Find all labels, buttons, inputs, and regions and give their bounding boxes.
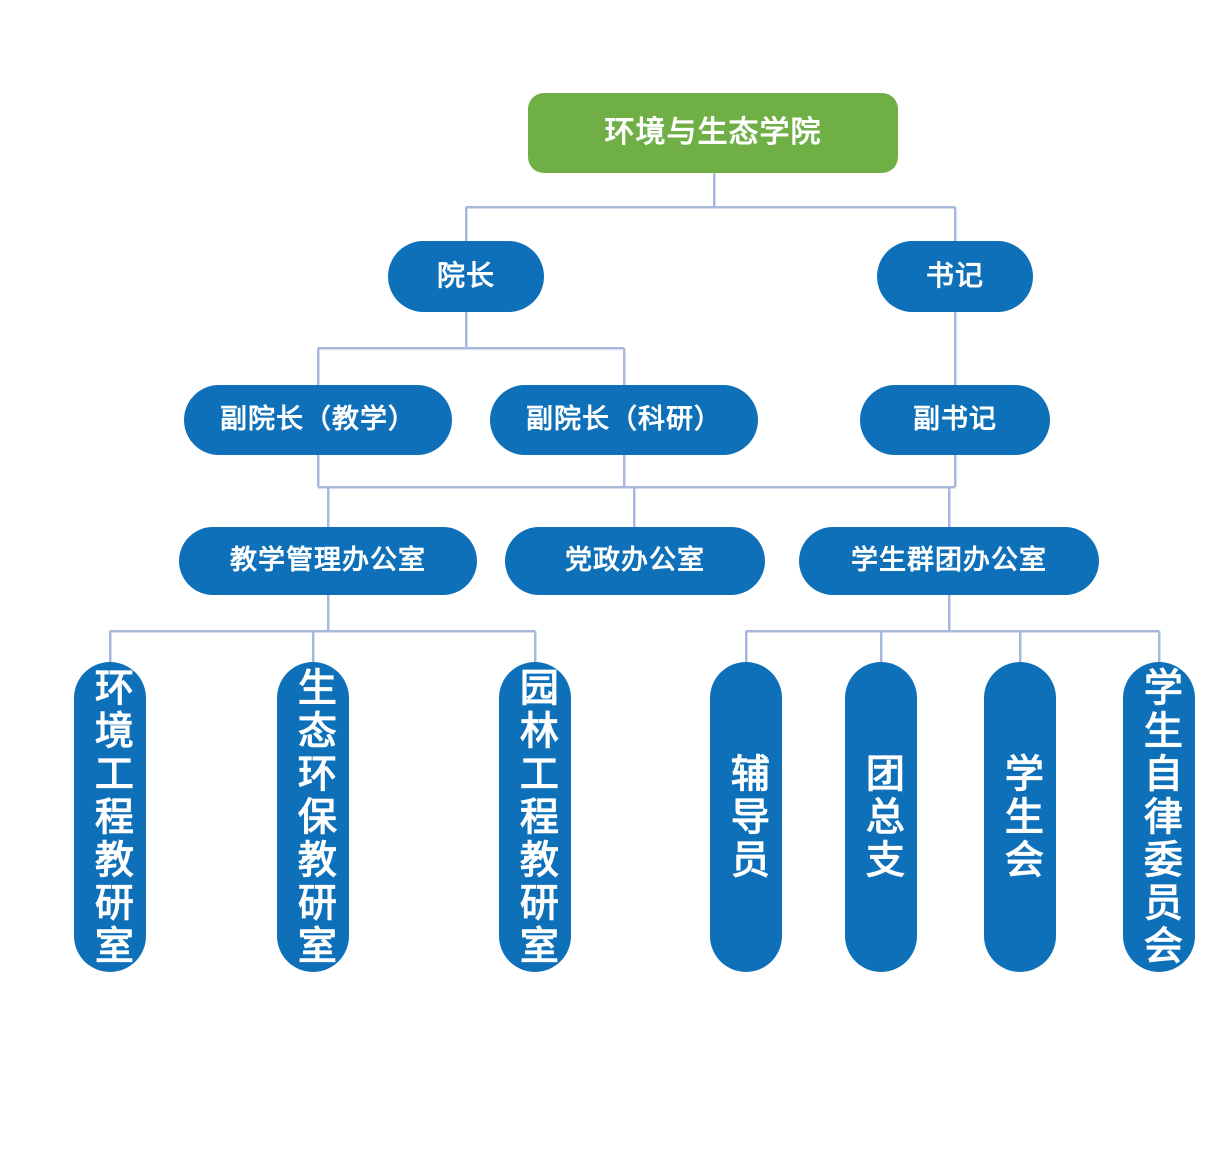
node-party-admin-office[interactable]: 党政办公室	[505, 527, 765, 595]
node-student-union-label: 学生会	[999, 752, 1043, 882]
node-student-group-office[interactable]: 学生群团办公室	[799, 527, 1099, 595]
node-youth-league-branch-label: 团总支	[860, 752, 904, 882]
node-eco-env-teaching-room-label: 生态环保教研室	[292, 666, 336, 968]
node-vice-secretary-label: 副书记	[913, 404, 997, 435]
node-student-self-discipline-committee-label: 学生自律委员会	[1138, 666, 1182, 968]
node-teaching-admin-office-label: 教学管理办公室	[230, 545, 426, 576]
node-landscape-eng-teaching-room[interactable]: 园林工程教研室	[499, 662, 571, 972]
node-vice-dean-research-label: 副院长（科研）	[526, 404, 722, 435]
node-env-eng-teaching-room[interactable]: 环境工程教研室	[74, 662, 146, 972]
node-student-self-discipline-committee[interactable]: 学生自律委员会	[1123, 662, 1195, 972]
node-counselor-label: 辅导员	[725, 752, 769, 882]
node-secretary[interactable]: 书记	[877, 241, 1033, 312]
node-party-admin-office-label: 党政办公室	[565, 545, 705, 576]
node-vice-dean-teaching[interactable]: 副院长（教学）	[184, 385, 452, 455]
node-student-group-office-label: 学生群团办公室	[851, 545, 1047, 576]
node-landscape-eng-teaching-room-label: 园林工程教研室	[514, 666, 558, 968]
node-vice-dean-teaching-label: 副院长（教学）	[220, 404, 416, 435]
node-school-label: 环境与生态学院	[604, 115, 822, 149]
node-vice-dean-research[interactable]: 副院长（科研）	[490, 385, 758, 455]
node-student-union[interactable]: 学生会	[984, 662, 1056, 972]
node-eco-env-teaching-room[interactable]: 生态环保教研室	[277, 662, 349, 972]
node-dean[interactable]: 院长	[388, 241, 544, 312]
node-counselor[interactable]: 辅导员	[710, 662, 782, 972]
node-school[interactable]: 环境与生态学院	[528, 93, 898, 173]
node-teaching-admin-office[interactable]: 教学管理办公室	[179, 527, 477, 595]
node-youth-league-branch[interactable]: 团总支	[845, 662, 917, 972]
node-env-eng-teaching-room-label: 环境工程教研室	[89, 666, 133, 968]
node-dean-label: 院长	[436, 260, 495, 292]
node-vice-secretary[interactable]: 副书记	[860, 385, 1050, 455]
node-secretary-label: 书记	[925, 260, 984, 292]
